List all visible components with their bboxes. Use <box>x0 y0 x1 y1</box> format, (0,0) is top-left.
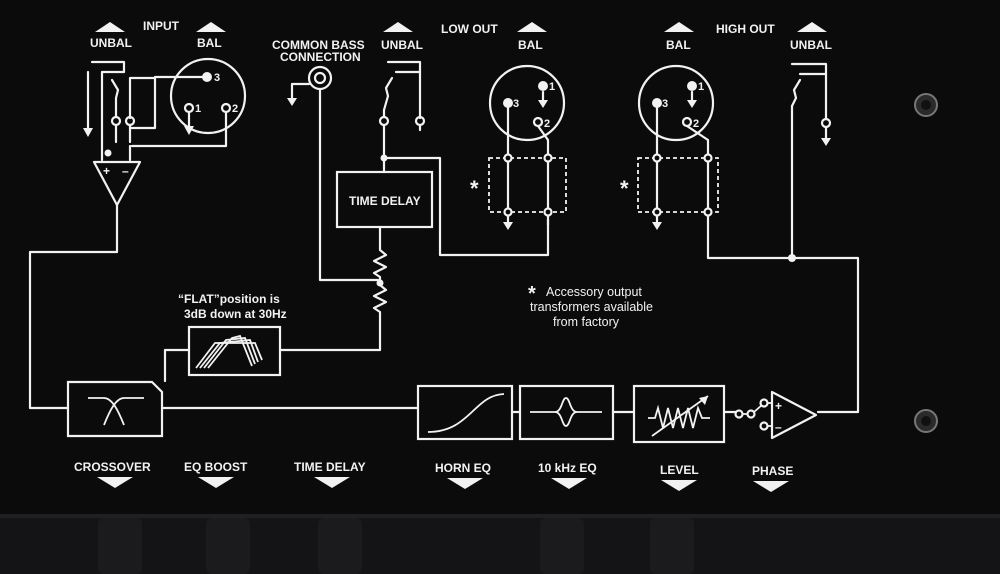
eq-boost-marker <box>198 477 234 488</box>
horn-eq-control-label: HORN EQ <box>435 461 491 475</box>
svg-text:3: 3 <box>214 72 220 84</box>
high-bal-label: BAL <box>666 38 691 52</box>
eq-10k-marker <box>551 478 587 489</box>
level-control-label: LEVEL <box>660 463 699 477</box>
accessory-note-line2: transformers available <box>530 300 653 314</box>
low-out-asterisk: * <box>470 176 479 201</box>
time-delay-control-label: TIME DELAY <box>294 460 366 474</box>
level-knob[interactable] <box>650 518 694 574</box>
svg-text:3: 3 <box>662 98 668 110</box>
cb-unbal-jack-symbol <box>378 60 550 257</box>
connection-label: CONNECTION <box>280 50 361 64</box>
time-delay-marker <box>314 477 350 488</box>
cb-unbal-marker <box>383 22 413 32</box>
phase-marker <box>753 481 789 492</box>
svg-text:2: 2 <box>232 103 238 115</box>
phase-control-label: PHASE <box>752 464 793 478</box>
high-out-label: HIGH OUT <box>716 22 775 36</box>
svg-text:3: 3 <box>513 98 519 110</box>
level-marker <box>661 480 697 491</box>
svg-text:2: 2 <box>693 118 699 130</box>
svg-text:+: + <box>103 164 110 178</box>
horn-eq-marker <box>447 478 483 489</box>
input-amplifier: + – <box>28 138 142 410</box>
time-delay-block-label: TIME DELAY <box>349 194 421 208</box>
common-bass-jack-symbol <box>287 65 380 282</box>
resistor-network <box>278 225 388 352</box>
svg-text:1: 1 <box>698 81 704 93</box>
accessory-note-line1: Accessory output <box>546 285 642 299</box>
note-asterisk: * <box>528 283 536 305</box>
horn-eq-block <box>416 384 522 441</box>
crossover-marker <box>97 477 133 488</box>
crossover-knob[interactable] <box>98 518 142 574</box>
svg-text:2: 2 <box>544 118 550 130</box>
input-label: INPUT <box>143 19 180 33</box>
svg-text:–: – <box>775 420 782 434</box>
panel-edge <box>0 514 1000 518</box>
time-delay-knob[interactable] <box>318 518 362 574</box>
eq-boost-block <box>163 325 282 383</box>
flat-note-line1: “FLAT”position is <box>178 292 280 306</box>
low-out-label: LOW OUT <box>441 22 498 36</box>
eq-boost-control-label: EQ BOOST <box>184 460 248 474</box>
low-bal-marker <box>517 22 547 32</box>
flat-note-line2: 3dB down at 30Hz <box>184 307 287 321</box>
input-bal-label: BAL <box>197 36 222 50</box>
crossover-control-label: CROSSOVER <box>74 460 151 474</box>
input-unbal-jack-symbol <box>83 60 157 144</box>
high-bal-marker <box>664 22 694 32</box>
svg-text:1: 1 <box>195 103 201 115</box>
lower-chassis <box>0 514 1000 574</box>
input-bal-marker <box>196 22 226 32</box>
svg-text:–: – <box>122 164 129 178</box>
level-block <box>632 384 738 444</box>
high-out-xlr-connector: 1 3 2 <box>637 64 860 414</box>
chassis-screw-top <box>914 93 938 117</box>
input-unbal-marker <box>95 22 125 32</box>
crossover-block <box>66 380 420 438</box>
eq-10k-knob[interactable] <box>540 518 584 574</box>
eq-10k-control-label: 10 kHz EQ <box>538 461 597 475</box>
cb-unbal-label: UNBAL <box>381 38 423 52</box>
phase-amplifier: + – <box>734 390 818 440</box>
chassis-screw-bottom <box>914 409 938 433</box>
time-delay-block <box>335 170 434 229</box>
high-out-asterisk: * <box>620 176 629 201</box>
eq-10k-block <box>518 384 636 441</box>
common-bass-label: COMMON BASS <box>272 38 365 52</box>
eq-boost-knob[interactable] <box>206 518 250 574</box>
high-unbal-label: UNBAL <box>790 38 832 52</box>
low-out-xlr-connector: 1 3 2 <box>488 64 567 230</box>
accessory-note-line3: from factory <box>553 315 620 329</box>
input-xlr-connector: 3 1 2 <box>128 57 247 148</box>
low-bal-label: BAL <box>518 38 543 52</box>
svg-text:+: + <box>775 399 782 413</box>
svg-text:1: 1 <box>549 81 555 93</box>
high-unbal-jack-symbol <box>788 62 832 262</box>
input-unbal-label: UNBAL <box>90 36 132 50</box>
high-unbal-marker <box>797 22 827 32</box>
